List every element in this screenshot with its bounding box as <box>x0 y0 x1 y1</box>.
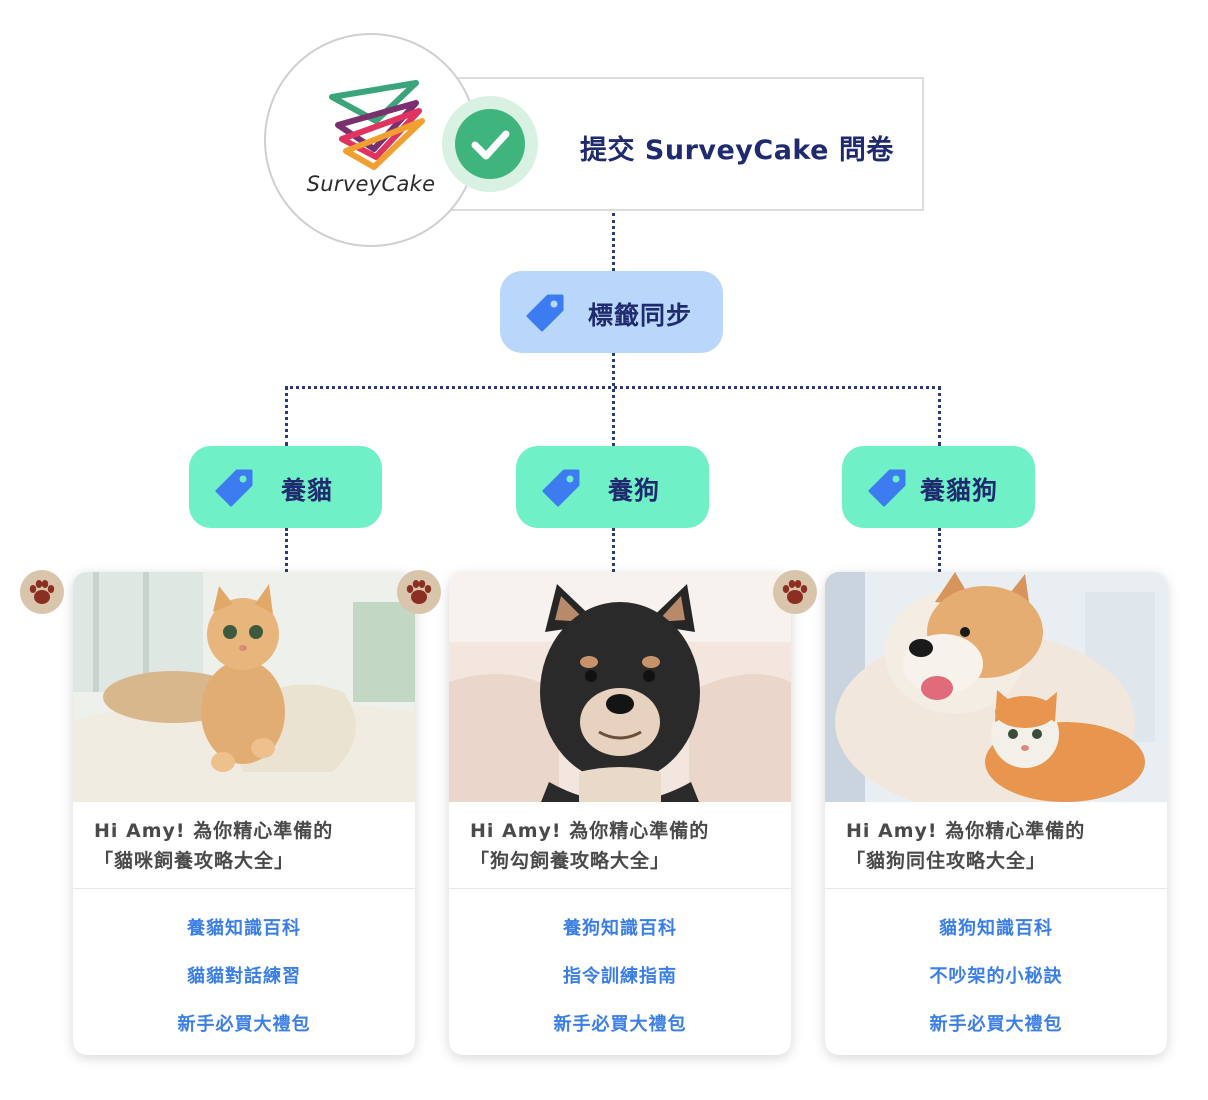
trigger-title: 提交 SurveyCake 問卷 <box>580 135 894 166</box>
connector-tag-card-cat <box>285 528 288 572</box>
connector-branch-horizontal <box>285 386 941 389</box>
card-greeting: Hi Amy! 為你精心準備的 「狗勾飼養攻略大全」 <box>470 816 780 876</box>
card-divider <box>449 888 791 889</box>
check-icon <box>455 109 525 179</box>
card-divider <box>825 888 1167 889</box>
paw-icon <box>773 570 817 614</box>
card-greeting-line1: Hi Amy! 為你精心準備的 <box>94 820 334 842</box>
surveycake-logo-text: SurveyCake <box>306 172 436 196</box>
paw-icon <box>20 570 64 614</box>
connector-branch-catdog <box>938 386 941 446</box>
card-greeting: Hi Amy! 為你精心準備的 「貓狗同住攻略大全」 <box>846 816 1156 876</box>
content-card-catdog: Hi Amy! 為你精心準備的 「貓狗同住攻略大全」 貓狗知識百科 不吵架的小秘… <box>825 572 1167 1055</box>
connector-trigger-sync <box>612 213 615 271</box>
cat-photo <box>73 572 415 802</box>
card-greeting: Hi Amy! 為你精心準備的 「貓咪飼養攻略大全」 <box>94 816 404 876</box>
tag-node-catdog: 養貓狗 <box>842 446 1035 528</box>
card-greeting-line2: 「狗勾飼養攻略大全」 <box>470 850 671 872</box>
card-greeting-line2: 「貓狗同住攻略大全」 <box>846 850 1047 872</box>
tag-icon <box>542 469 580 507</box>
paw-icon <box>397 570 441 614</box>
card-link[interactable]: 新手必買大禮包 <box>177 1014 311 1035</box>
cat-and-dog-photo <box>825 572 1167 802</box>
tag-label: 養狗 <box>608 476 661 505</box>
connector-branch-cat <box>285 386 288 446</box>
card-link[interactable]: 不吵架的小秘訣 <box>929 966 1063 987</box>
card-link[interactable]: 新手必買大禮包 <box>929 1014 1063 1035</box>
surveycake-logo <box>264 33 478 247</box>
card-link[interactable]: 養貓知識百科 <box>187 918 301 939</box>
tag-node-cat: 養貓 <box>189 446 382 528</box>
content-card-dog: Hi Amy! 為你精心準備的 「狗勾飼養攻略大全」 養狗知識百科 指令訓練指南… <box>449 572 791 1055</box>
card-link[interactable]: 指令訓練指南 <box>563 966 677 987</box>
tag-icon <box>215 469 253 507</box>
tag-sync-label: 標籤同步 <box>588 301 693 330</box>
tag-label: 養貓狗 <box>920 476 999 505</box>
dog-photo <box>449 572 791 802</box>
tag-icon <box>868 469 906 507</box>
card-greeting-line1: Hi Amy! 為你精心準備的 <box>846 820 1086 842</box>
card-divider <box>73 888 415 889</box>
tag-label: 養貓 <box>281 476 334 505</box>
connector-tag-card-catdog <box>938 528 941 572</box>
content-card-cat: Hi Amy! 為你精心準備的 「貓咪飼養攻略大全」 養貓知識百科 貓貓對話練習… <box>73 572 415 1055</box>
card-link[interactable]: 養狗知識百科 <box>563 918 677 939</box>
card-link[interactable]: 新手必買大禮包 <box>553 1014 687 1035</box>
card-link[interactable]: 貓貓對話練習 <box>187 966 301 987</box>
connector-tag-card-dog <box>612 528 615 572</box>
card-link[interactable]: 貓狗知識百科 <box>939 918 1053 939</box>
card-greeting-line2: 「貓咪飼養攻略大全」 <box>94 850 295 872</box>
tag-icon <box>526 294 564 332</box>
surveycake-logo-mark-icon <box>329 80 425 170</box>
tag-sync-node: 標籤同步 <box>500 271 723 353</box>
card-greeting-line1: Hi Amy! 為你精心準備的 <box>470 820 710 842</box>
tag-node-dog: 養狗 <box>516 446 709 528</box>
connector-sync-branch <box>612 353 615 446</box>
